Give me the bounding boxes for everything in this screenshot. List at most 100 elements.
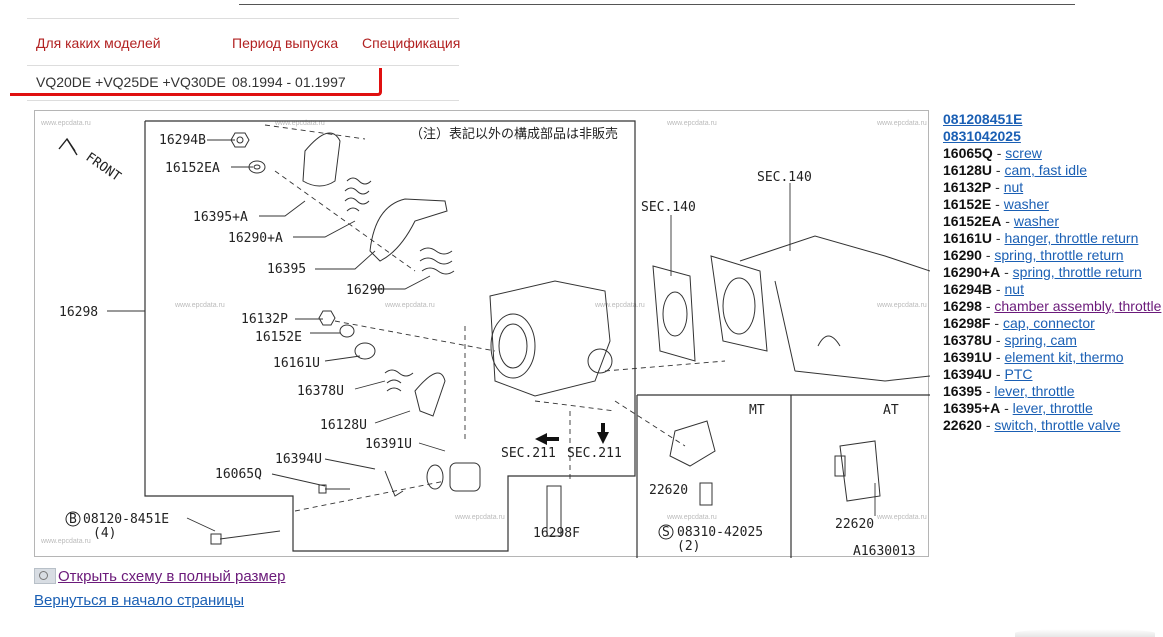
label-16395[interactable]: 16395 xyxy=(267,262,306,277)
table-top-border xyxy=(27,18,459,19)
part-separator: - xyxy=(1000,400,1013,416)
part-code: 16290 xyxy=(943,247,982,263)
label-sec211-a[interactable]: SEC.211 xyxy=(501,446,556,461)
label-sec140-b[interactable]: SEC.140 xyxy=(757,170,812,185)
label-16391U[interactable]: 16391U xyxy=(365,437,412,452)
part-code: 16378U xyxy=(943,332,993,348)
label-sec140-a[interactable]: SEC.140 xyxy=(641,200,696,215)
label-08310[interactable]: 08310-42025 xyxy=(677,525,763,540)
part-code: 16298 xyxy=(943,298,982,314)
part-row: 16298 - chamber assembly, throttle xyxy=(943,298,1163,315)
table-header-divider xyxy=(27,65,459,66)
part-separator: - xyxy=(992,366,1005,382)
part-row: 16152EA - washer xyxy=(943,213,1163,230)
cell-period: 08.1994 - 01.1997 xyxy=(232,74,346,90)
label-16152E[interactable]: 16152E xyxy=(255,330,302,345)
part-name-link[interactable]: screw xyxy=(1005,145,1042,161)
label-16128U[interactable]: 16128U xyxy=(320,418,367,433)
part-separator: - xyxy=(981,417,995,433)
part-name-link[interactable]: nut xyxy=(1004,281,1024,297)
part-code: 16395+A xyxy=(943,400,1001,416)
label-16298F[interactable]: 16298F xyxy=(533,526,580,541)
header-spec: Спецификация xyxy=(362,35,461,51)
label-22620-mt[interactable]: 22620 xyxy=(649,483,688,498)
part-separator: - xyxy=(992,281,1005,297)
part-code: 16395 xyxy=(943,383,982,399)
part-name-link[interactable]: washer xyxy=(1013,213,1059,229)
parts-diagram[interactable]: www.epcdata.ru www.epcdata.ru www.epcdat… xyxy=(34,110,930,558)
part-name-link[interactable]: PTC xyxy=(1004,366,1033,382)
label-mt: MT xyxy=(749,403,765,418)
part-separator: - xyxy=(981,247,995,263)
part-name-link[interactable]: lever, throttle xyxy=(994,383,1075,399)
label-08120[interactable]: 08120-8451E xyxy=(83,512,169,527)
part-name-link[interactable]: spring, cam xyxy=(1004,332,1077,348)
part-row: 16298F - cap, connector xyxy=(943,315,1163,332)
watermark: www.epcdata.ru xyxy=(876,302,927,309)
label-16394U[interactable]: 16394U xyxy=(275,452,322,467)
label-16298[interactable]: 16298 xyxy=(59,305,98,320)
part-name-link[interactable]: cap, connector xyxy=(1002,315,1095,331)
open-full-size-link[interactable]: Открыть схему в полный размер xyxy=(58,568,286,585)
label-08120-qty: (4) xyxy=(93,526,116,541)
part-row: 16395+A - lever, throttle xyxy=(943,400,1163,417)
part-name-link[interactable]: washer xyxy=(1003,196,1049,212)
part-code: 16128U xyxy=(943,162,993,178)
label-16161U[interactable]: 16161U xyxy=(273,356,320,371)
label-16290[interactable]: 16290 xyxy=(346,283,385,298)
part-name-link[interactable]: switch, throttle valve xyxy=(994,417,1121,433)
part-separator: - xyxy=(1001,213,1014,229)
front-label: FRONT xyxy=(83,150,124,185)
part-separator: - xyxy=(981,298,995,314)
label-16065Q[interactable]: 16065Q xyxy=(215,467,262,482)
label-16132P[interactable]: 16132P xyxy=(241,312,288,327)
part-name-link[interactable]: spring, throttle return xyxy=(994,247,1124,263)
part-name-link[interactable]: element kit, thermo xyxy=(1004,349,1124,365)
part-name-link[interactable]: lever, throttle xyxy=(1012,400,1093,416)
part-code: 16065Q xyxy=(943,145,993,161)
part-separator: - xyxy=(992,162,1005,178)
part-code: 16298F xyxy=(943,315,991,331)
part-code: 16294B xyxy=(943,281,993,297)
part-name-link[interactable]: chamber assembly, throttle xyxy=(994,298,1162,314)
part-name-link[interactable]: nut xyxy=(1003,179,1024,195)
label-S: S xyxy=(662,525,670,540)
label-22620-at[interactable]: 22620 xyxy=(835,517,874,532)
header-period: Период выпуска xyxy=(232,35,339,51)
watermark: www.epcdata.ru xyxy=(666,120,717,127)
part-row: 22620 - switch, throttle valve xyxy=(943,417,1163,434)
part-link-0831042025[interactable]: 0831042025 xyxy=(943,128,1021,144)
screw-mark-circle xyxy=(658,524,674,540)
top-divider xyxy=(239,4,1075,5)
part-row: 16391U - element kit, thermo xyxy=(943,349,1163,366)
label-sec211-b[interactable]: SEC.211 xyxy=(567,446,622,461)
back-to-top-link[interactable]: Вернуться в начало страницы xyxy=(34,592,245,609)
label-16290A[interactable]: 16290+A xyxy=(228,231,283,246)
watermark: www.epcdata.ru xyxy=(876,514,927,521)
part-code: 16394U xyxy=(943,366,993,382)
zoom-icon[interactable] xyxy=(34,568,56,584)
diagram-code: A1630013 xyxy=(853,544,916,558)
part-code: 16290+A xyxy=(943,264,1001,280)
label-16378U[interactable]: 16378U xyxy=(297,384,344,399)
label-16395A[interactable]: 16395+A xyxy=(193,210,248,225)
watermark: www.epcdata.ru xyxy=(666,514,717,521)
part-name-link[interactable]: cam, fast idle xyxy=(1004,162,1087,178)
part-link-081208451E[interactable]: 081208451E xyxy=(943,111,1023,127)
watermark: www.epcdata.ru xyxy=(40,538,91,545)
parts-list: 081208451E 0831042025 16065Q - screw 1612… xyxy=(943,111,1163,434)
part-name-link[interactable]: hanger, throttle return xyxy=(1004,230,1139,246)
label-16152EA[interactable]: 16152EA xyxy=(165,161,220,176)
part-row: 16290 - spring, throttle return xyxy=(943,247,1163,264)
part-row: 16395 - lever, throttle xyxy=(943,383,1163,400)
cell-models: VQ20DE +VQ25DE +VQ30DE xyxy=(36,74,226,90)
part-code: 16152EA xyxy=(943,213,1002,229)
part-row: 16152E - washer xyxy=(943,196,1163,213)
part-name-link[interactable]: spring, throttle return xyxy=(1012,264,1142,280)
part-code: 22620 xyxy=(943,417,982,433)
label-16294B[interactable]: 16294B xyxy=(159,133,206,148)
part-separator: - xyxy=(992,332,1005,348)
part-row: 16132P - nut xyxy=(943,179,1163,196)
part-separator: - xyxy=(991,196,1004,212)
